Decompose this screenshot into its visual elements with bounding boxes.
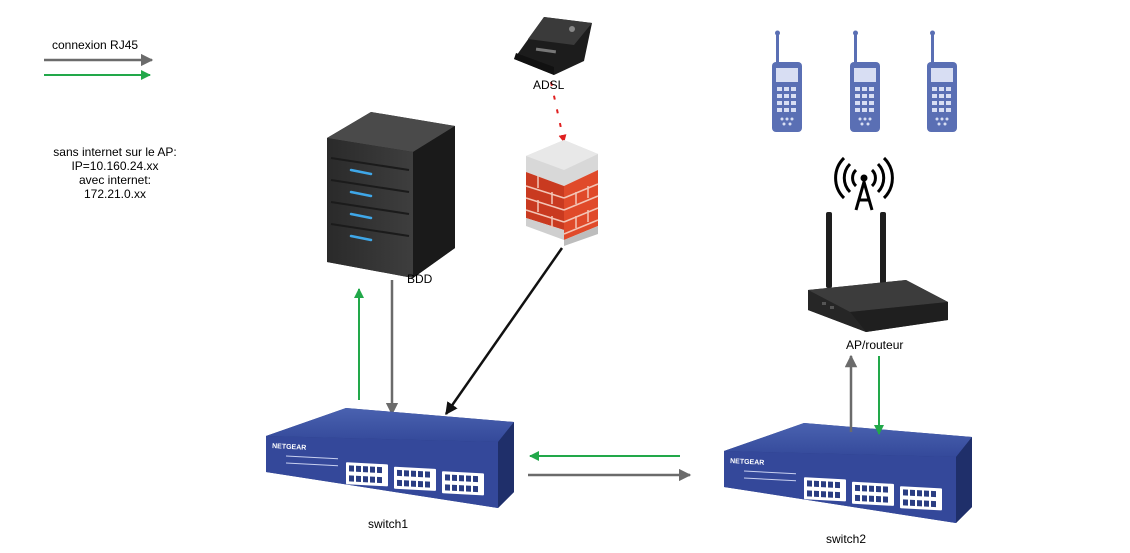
server-label: BDD [407, 272, 433, 286]
ap-label: AP/routeur [846, 338, 904, 352]
adsl-firewall-link [550, 81, 567, 143]
handset-icon [927, 30, 957, 132]
switch2-label: switch2 [826, 532, 867, 546]
handset-icon [850, 30, 880, 132]
ip-note-line2: IP=10.160.24.xx [71, 159, 159, 173]
switch1-brand: NETGEAR [272, 443, 307, 452]
adsl-label: ADSL [533, 78, 565, 92]
ip-note-line3: avec internet: [78, 173, 152, 187]
modem-icon [514, 17, 592, 75]
antenna-signal-icon [834, 156, 894, 211]
legend [44, 53, 154, 80]
ip-note-line1: sans internet sur le AP: [53, 145, 177, 159]
server-icon [327, 112, 455, 278]
legend-label: connexion RJ45 [52, 38, 139, 52]
switch-icon: NETGEAR [724, 423, 972, 523]
handset-icon [772, 30, 802, 132]
firewall-to-switch1-arrow [444, 247, 564, 416]
switch2-brand: NETGEAR [730, 458, 765, 467]
router-icon [808, 212, 948, 332]
ip-note-line4: 172.21.0.xx [83, 187, 147, 201]
firewall-icon [525, 140, 599, 246]
ip-note: sans internet sur le AP: IP=10.160.24.xx… [40, 145, 190, 201]
switch1-label: switch1 [368, 517, 409, 531]
switch-icon: NETGEAR [266, 408, 514, 508]
